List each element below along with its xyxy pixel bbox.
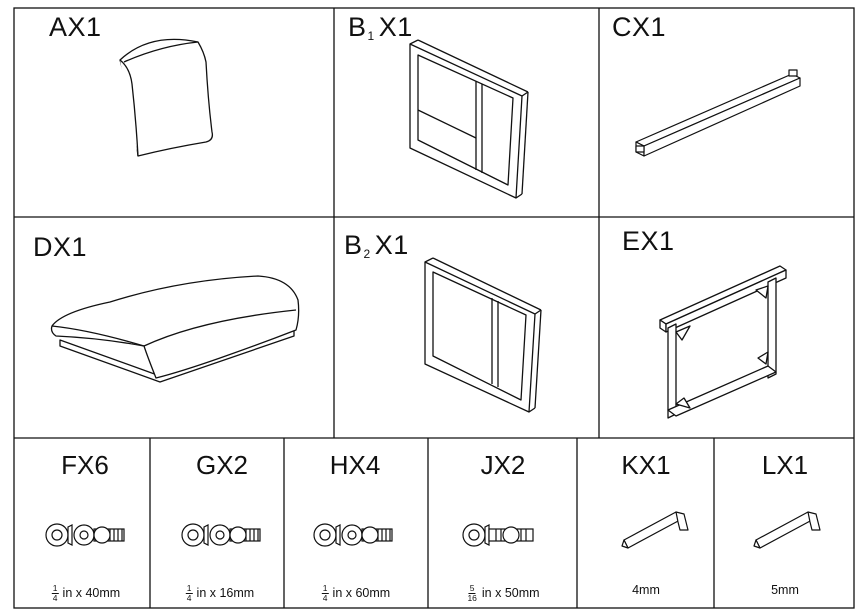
hardware-label-g: GX2 xyxy=(195,450,249,480)
hardware-label-f: FX6 xyxy=(61,450,109,480)
hardware-label-j: JX2 xyxy=(480,450,526,480)
hardware-size-k: 4mm xyxy=(632,583,660,597)
part-label-a: AX1 xyxy=(49,12,102,42)
part-label-c: CX1 xyxy=(612,12,667,42)
hardware-label-l: LX1 xyxy=(761,450,809,480)
part-label-d: DX1 xyxy=(33,232,88,262)
part-label-e: EX1 xyxy=(622,226,675,256)
hardware-size-l: 5mm xyxy=(771,583,799,597)
hardware-label-h: HX4 xyxy=(329,450,381,480)
hardware-label-k: KX1 xyxy=(621,450,671,480)
